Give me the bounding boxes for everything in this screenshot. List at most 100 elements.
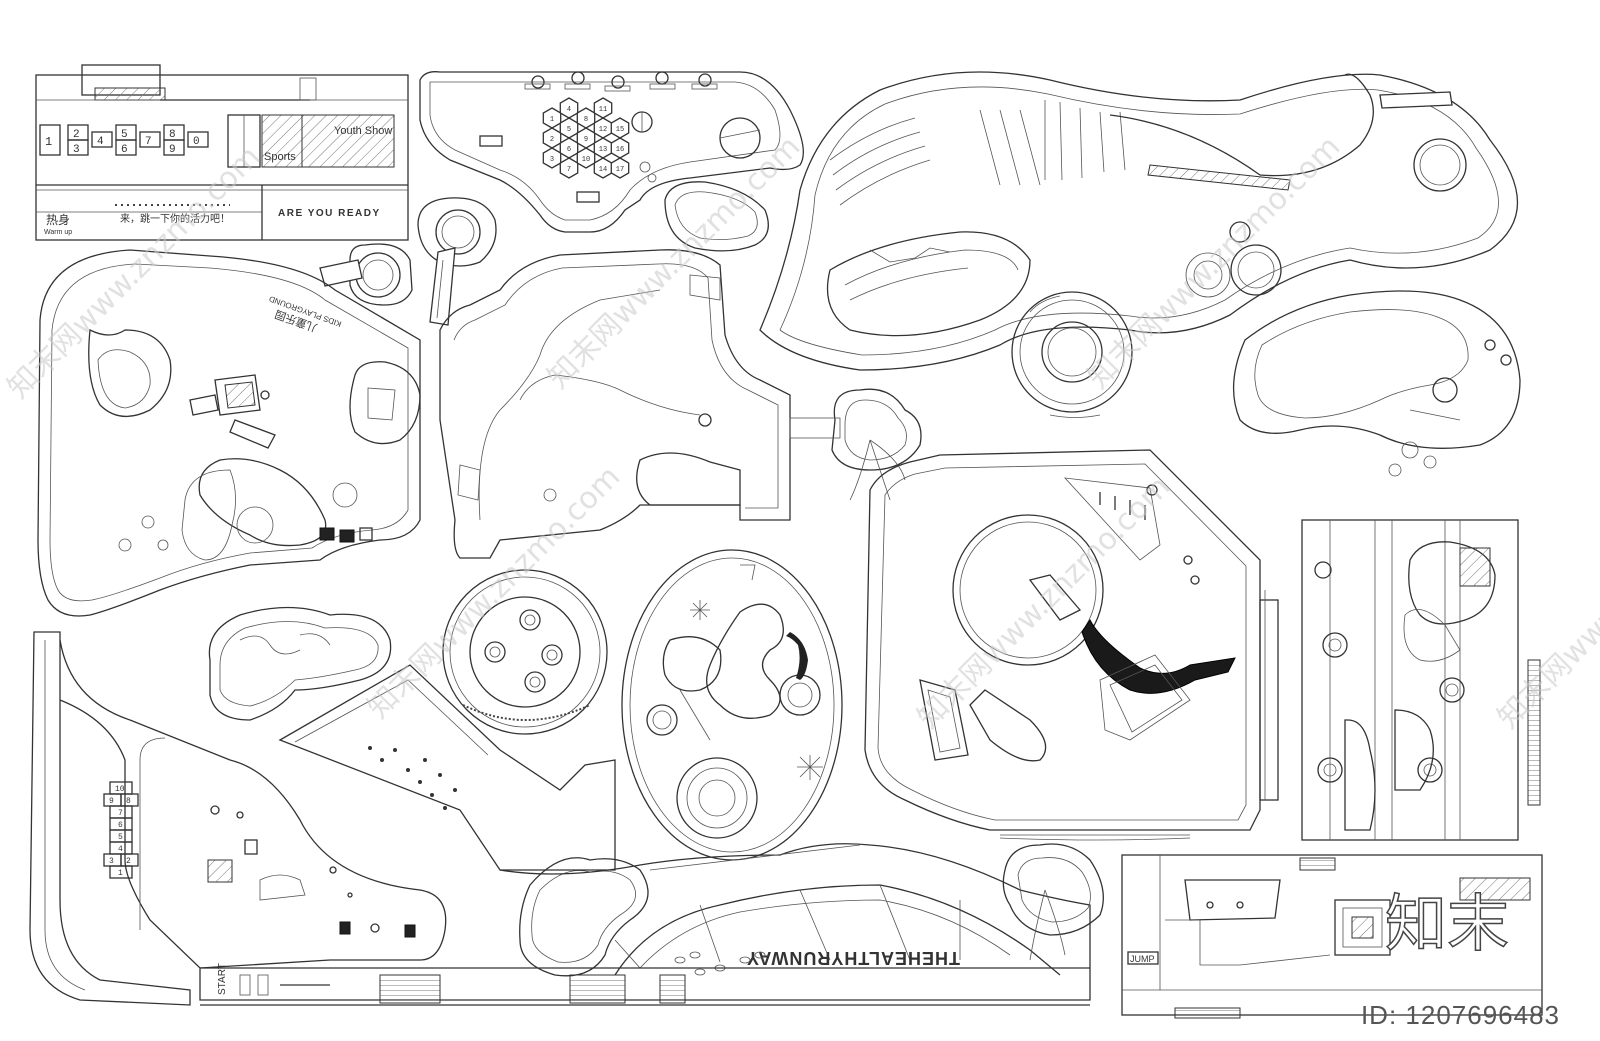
hexagon-number: 8 — [584, 116, 588, 124]
hop-left-4: 4 — [118, 845, 123, 854]
hop-left-7: 7 — [118, 809, 123, 818]
hexagon-tile: 10 — [576, 147, 596, 169]
hop-num-2: 2 — [73, 129, 80, 141]
curved-amphitheater — [759, 71, 1519, 371]
slide-pools — [319, 197, 497, 326]
kidney-pond — [1232, 290, 1521, 477]
hexagon-number: 13 — [599, 146, 607, 154]
watermark-text-3: 知末网www.znzmo.com — [541, 129, 807, 395]
peanut-pond-upper — [208, 606, 392, 721]
hexagon-tile: 7 — [559, 157, 579, 179]
watermark-text-5: 知末网www.znzmo.com — [1081, 129, 1347, 395]
hexagon-number: 6 — [567, 146, 571, 154]
watermark-text-4: 知末网www.znzmo.com — [911, 469, 1177, 735]
start-label: START — [217, 963, 228, 995]
healthy-runway: THEHEALTHYRUNWAY START — [199, 843, 1091, 1006]
left-runway: 10 9 8 7 6 5 4 3 2 1 — [29, 631, 447, 1006]
fitness-equipment-left — [207, 805, 416, 938]
hexagon-number: 1 — [550, 116, 554, 124]
hexagon-tile: 4 — [559, 97, 579, 119]
hexagon-tile: 17 — [610, 157, 630, 179]
watermark-text-1: 知末网www.znzmo.com — [1, 139, 267, 405]
hexagon-tile: 16 — [610, 137, 630, 159]
jump-label: JUMP — [1130, 954, 1155, 964]
watermark-logo: 知末 — [1385, 887, 1509, 960]
hexagon-number: 9 — [584, 136, 588, 144]
watermark-text-2: 知末网www.znzmo.com — [361, 459, 627, 725]
hop-num-0: 0 — [193, 136, 200, 148]
hexagon-tile: 12 — [593, 117, 613, 139]
hexagon-tile: 14 — [593, 157, 613, 179]
hop-num-1: 1 — [45, 135, 52, 149]
center-round-pool — [442, 569, 608, 735]
bench-icons — [524, 71, 718, 92]
hop-num-5: 5 — [121, 129, 128, 141]
watermark-text-6: 知末网www.znzmo.com — [1491, 469, 1600, 735]
warm-up-en-label: Warm up — [44, 229, 72, 236]
hop-left-2: 2 — [126, 857, 131, 866]
black-slide — [1081, 619, 1236, 694]
watermark-id: ID: 1207696483 — [1360, 1000, 1560, 1030]
hexagon-tile: 11 — [593, 97, 613, 119]
hexagon-number: 7 — [567, 166, 571, 174]
peanut-pond-lower — [519, 857, 649, 977]
hexagon-number: 17 — [616, 166, 624, 174]
sports-panel: 1 2 3 4 5 6 7 8 9 0 Sports Youth Show 热身… — [35, 64, 409, 241]
are-you-ready-label: ARE YOU READY — [278, 208, 381, 219]
runway-stripes — [379, 974, 686, 1004]
hexagon-tile: 2 — [542, 127, 562, 149]
amphitheater-steps — [829, 100, 1126, 206]
kids-play-structure — [189, 374, 276, 449]
hop-num-9: 9 — [169, 144, 176, 156]
lower-cloud-pond — [1002, 843, 1104, 961]
hop-left-8: 8 — [126, 797, 131, 806]
hop-left-1: 1 — [118, 869, 123, 878]
jump-area: JUMP — [1121, 854, 1543, 1019]
small-pond — [664, 181, 769, 252]
warm-up-cn-label: 热身 — [46, 212, 70, 227]
hexagon-tile: 8 — [576, 107, 596, 129]
hop-num-4: 4 — [97, 136, 104, 148]
octagon-plaza — [864, 449, 1279, 841]
hop-num-7: 7 — [145, 136, 152, 148]
hexagon-number: 3 — [550, 156, 554, 164]
hop-num-3: 3 — [73, 144, 80, 156]
hexagon-tile: 6 — [559, 137, 579, 159]
hopscotch-grid-top: 1 2 3 4 5 6 7 8 9 0 — [39, 124, 209, 156]
hop-left-6: 6 — [118, 821, 123, 830]
hexagon-tile: 1 — [542, 107, 562, 129]
hexagon-number: 10 — [582, 156, 590, 164]
hop-left-5: 5 — [118, 833, 123, 842]
center-maze — [439, 249, 791, 559]
sports-label: Sports — [264, 151, 296, 163]
center-oval-area — [621, 549, 843, 861]
amphitheater-hatch-band — [1147, 164, 1291, 191]
hop-left-10: 10 — [115, 785, 125, 794]
climbing-holds — [368, 746, 457, 810]
hexagon-number: 5 — [567, 126, 571, 134]
hexagon-number: 15 — [616, 126, 624, 134]
runway-label: THEHEALTHYRUNWAY — [746, 948, 960, 968]
hexagon-number: 16 — [616, 146, 624, 154]
slogan-label: 来，跳一下你的活力吧！ — [120, 212, 230, 225]
hexagon-number: 2 — [550, 136, 554, 144]
hexagon-number: 12 — [599, 126, 607, 134]
hexagon-tile: 3 — [542, 147, 562, 169]
hexagon-number: 14 — [599, 166, 607, 174]
hop-left-3: 3 — [109, 857, 114, 866]
hop-left-9: 9 — [109, 797, 114, 806]
black-curve-slide — [786, 632, 808, 680]
hopscotch-grid-left: 10 9 8 7 6 5 4 3 2 1 — [103, 781, 139, 879]
hexagon-number: 11 — [599, 106, 607, 114]
hop-num-8: 8 — [169, 129, 176, 141]
octagon-pebbles — [999, 837, 1191, 841]
hexagon-number: 4 — [567, 106, 571, 114]
oval-star-icons — [690, 600, 823, 780]
youth-show-label: Youth Show — [334, 125, 392, 137]
hexagon-tile: 13 — [593, 137, 613, 159]
hexagon-tile: 5 — [559, 117, 579, 139]
octagon-equipment — [1099, 484, 1200, 585]
hop-num-6: 6 — [121, 144, 128, 156]
